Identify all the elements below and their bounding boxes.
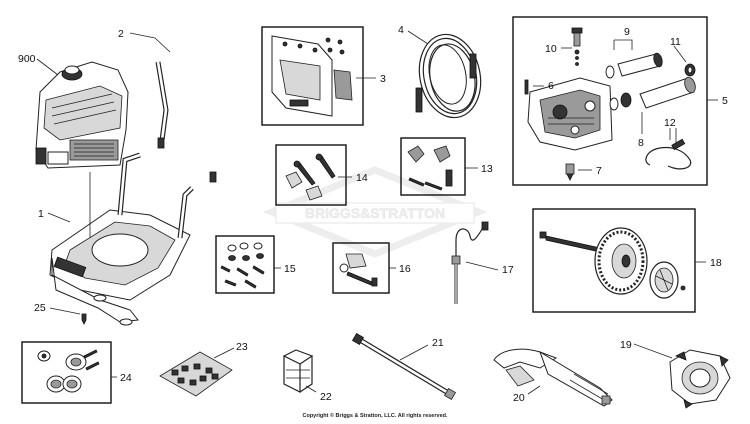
callout-3: 3 [380, 73, 386, 85]
box-part-5 [512, 16, 708, 186]
tube-part-12[interactable] [645, 138, 692, 170]
seal-part-11[interactable] [684, 63, 696, 77]
box-part-3 [261, 26, 364, 126]
fitting-part-7[interactable] [565, 163, 575, 181]
callout-16: 16 [399, 263, 411, 275]
box-part-14 [275, 144, 347, 206]
handle-part-2[interactable] [155, 46, 241, 183]
frame-part-1[interactable] [49, 152, 194, 326]
callout-4: 4 [398, 24, 404, 36]
callout-11: 11 [670, 36, 681, 48]
spray-gun-part-20[interactable] [493, 348, 613, 407]
callout-18: 18 [710, 257, 722, 269]
callout-24: 24 [120, 372, 132, 384]
holder-part-22[interactable] [283, 349, 313, 393]
bolt-part-25[interactable] [81, 313, 87, 325]
watermark-text: BRIGGS&STRATTON [305, 205, 445, 221]
copyright-notice: Copyright © Briggs & Stratton, LLC. All … [302, 413, 448, 419]
piston-part-8[interactable] [609, 76, 697, 111]
callout-5: 5 [722, 95, 728, 107]
valve-part-10[interactable] [571, 27, 583, 66]
box-part-24 [21, 341, 112, 404]
callout-20: 20 [513, 392, 525, 404]
callout-900: 900 [18, 53, 36, 65]
callout-23: 23 [236, 341, 248, 353]
callout-19: 19 [620, 339, 632, 351]
callout-14: 14 [356, 172, 368, 184]
piston-part-9[interactable] [605, 52, 664, 79]
callout-21: 21 [432, 337, 444, 349]
callout-15: 15 [284, 263, 296, 275]
callout-13: 13 [481, 163, 493, 175]
hardware-part-15[interactable] [220, 242, 265, 289]
callout-10: 10 [545, 43, 557, 55]
decal-kit-part-23[interactable] [159, 351, 233, 397]
watermark-logo: BRIGGS&STRATTON [262, 166, 488, 258]
pump-part-5[interactable] [527, 77, 613, 151]
callout-2: 2 [118, 28, 124, 40]
pin-part-6[interactable] [524, 79, 529, 95]
box-part-13 [400, 137, 466, 196]
control-panel-part-3[interactable] [271, 35, 353, 117]
lance-part-21[interactable] [351, 332, 457, 401]
callout-22: 22 [320, 391, 332, 403]
hardware-part-13[interactable] [407, 145, 453, 191]
callout-9: 9 [624, 26, 630, 38]
wheel-cover-part-19[interactable] [669, 349, 731, 409]
injector-part-17[interactable] [451, 221, 489, 304]
box-part-18 [532, 208, 696, 313]
callout-17: 17 [502, 264, 514, 276]
hose-part-4[interactable] [412, 29, 488, 124]
wheel-kit-part-18[interactable] [539, 227, 686, 299]
callout-6: 6 [548, 80, 554, 92]
box-part-15 [215, 235, 275, 294]
hardware-part-14[interactable] [285, 153, 336, 201]
callout-25: 25 [34, 302, 46, 314]
hardware-part-16[interactable] [339, 253, 378, 287]
engine-part-900[interactable] [35, 61, 129, 169]
callout-12: 12 [664, 117, 676, 129]
callout-1: 1 [38, 208, 44, 220]
bearing-kit-part-24[interactable] [37, 349, 100, 393]
callout-8: 8 [638, 137, 644, 149]
callout-7: 7 [596, 165, 602, 177]
